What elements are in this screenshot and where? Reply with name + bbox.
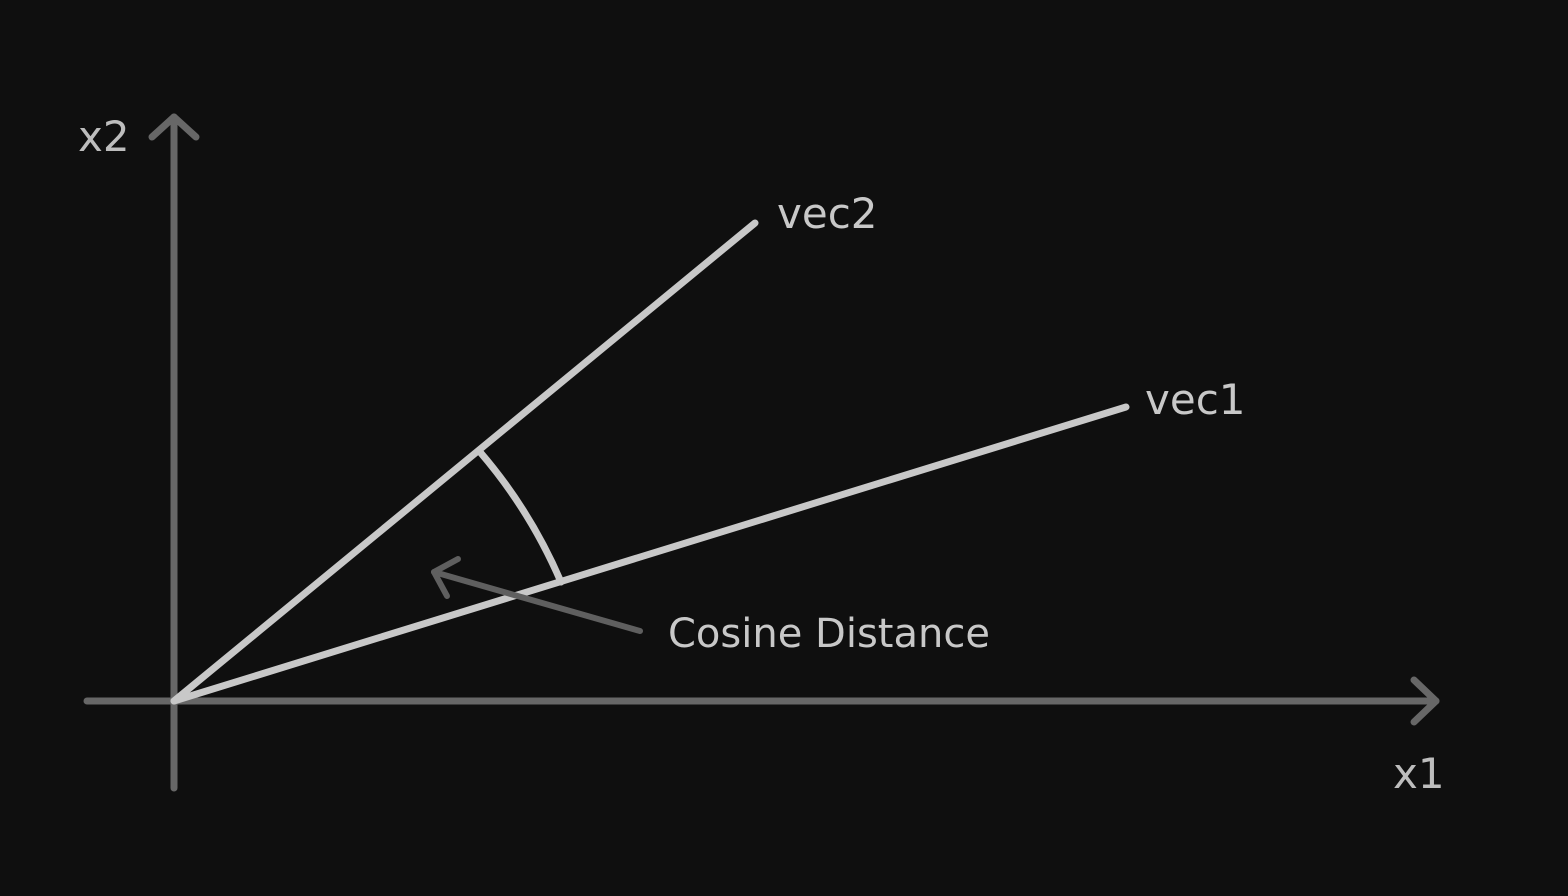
- vec1-label: vec1: [1145, 375, 1246, 424]
- cosine-distance-pointer: [431, 556, 643, 634]
- x2-axis-arrowhead: [148, 113, 200, 141]
- angle-arc: [476, 448, 565, 586]
- vectors: [170, 219, 1130, 705]
- pointer-arrowhead: [431, 556, 461, 599]
- cosine-distance-label: Cosine Distance: [668, 611, 990, 657]
- vec1-line: [170, 403, 1130, 705]
- vec2-label: vec2: [777, 189, 878, 238]
- x1-axis-label: x1: [1393, 749, 1445, 798]
- x1-axis-arrowhead: [1410, 676, 1440, 726]
- pointer-arrow-line: [431, 569, 643, 634]
- axes: [83, 113, 1440, 792]
- x2-axis-label: x2: [78, 112, 130, 161]
- vec2-line: [170, 219, 759, 705]
